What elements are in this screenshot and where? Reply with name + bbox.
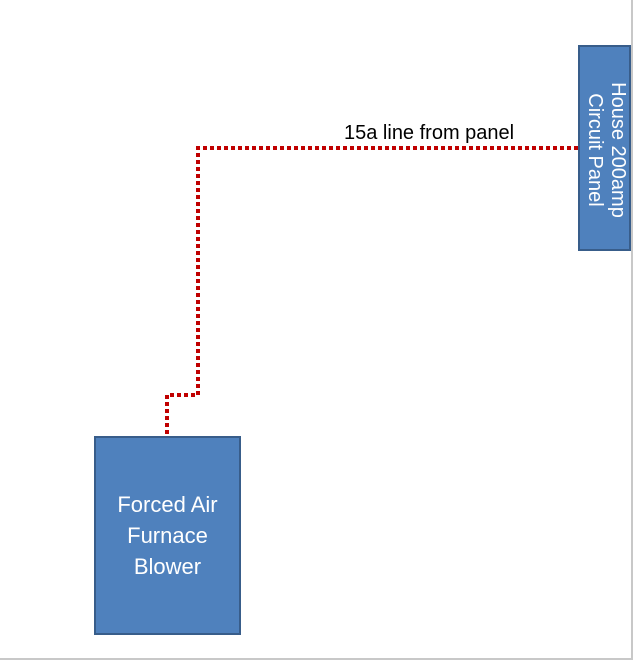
circuit-panel-box: House 200amp Circuit Panel [578,45,631,251]
circuit-panel-label: House 200amp Circuit Panel [584,82,629,218]
frame-edge-bottom [0,658,633,660]
wire-path [165,146,578,436]
furnace-blower-label: Forced Air Furnace Blower [117,492,218,579]
wire-label: 15a line from panel [344,122,515,144]
furnace-blower-box: Forced Air Furnace Blower [94,436,241,635]
frame-edge-right [631,0,633,660]
